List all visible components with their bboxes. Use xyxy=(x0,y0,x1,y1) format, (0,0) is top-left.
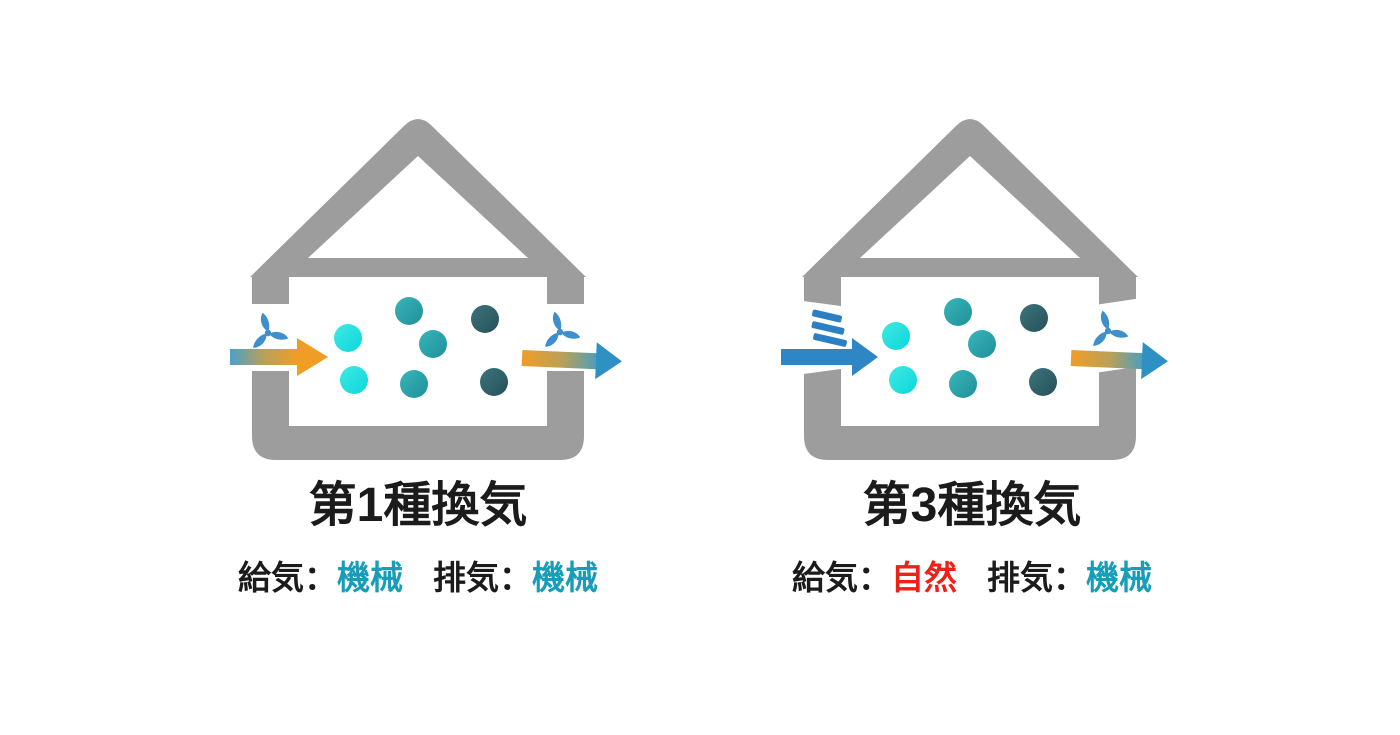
house-type1-illustration xyxy=(230,119,622,460)
supply-arrow-icon xyxy=(230,338,328,376)
type3-exhaust-label: 排気： xyxy=(987,559,1086,596)
type3-title: 第3種換気 xyxy=(862,479,1082,532)
air-particles xyxy=(882,298,1057,398)
house-roof xyxy=(250,119,586,277)
exhaust-arrow-icon xyxy=(1070,342,1168,380)
type3-exhaust-value: 機械 xyxy=(1086,559,1152,596)
type1-exhaust-label: 排気： xyxy=(433,559,532,596)
type3-supply-label: 給気： xyxy=(792,559,891,596)
house-type3-illustration xyxy=(781,119,1168,460)
house-roof xyxy=(802,119,1138,277)
type1-exhaust-value: 機械 xyxy=(532,559,598,596)
type1-supply-label: 給気： xyxy=(238,559,337,596)
house-body xyxy=(252,276,584,460)
air-particles xyxy=(334,297,508,398)
type3-subtitle: 給気：自然排気：機械 xyxy=(762,559,1182,597)
type3-supply-value: 自然 xyxy=(891,559,957,596)
type1-supply-value: 機械 xyxy=(337,559,403,596)
house-body xyxy=(804,276,1136,460)
type1-title: 第1種換気 xyxy=(308,479,528,532)
type1-subtitle: 給気：機械排気：機械 xyxy=(208,559,628,597)
exhaust-arrow-icon xyxy=(521,342,622,380)
supply-arrow-icon xyxy=(781,338,878,376)
natural-vent-icon xyxy=(811,309,847,347)
